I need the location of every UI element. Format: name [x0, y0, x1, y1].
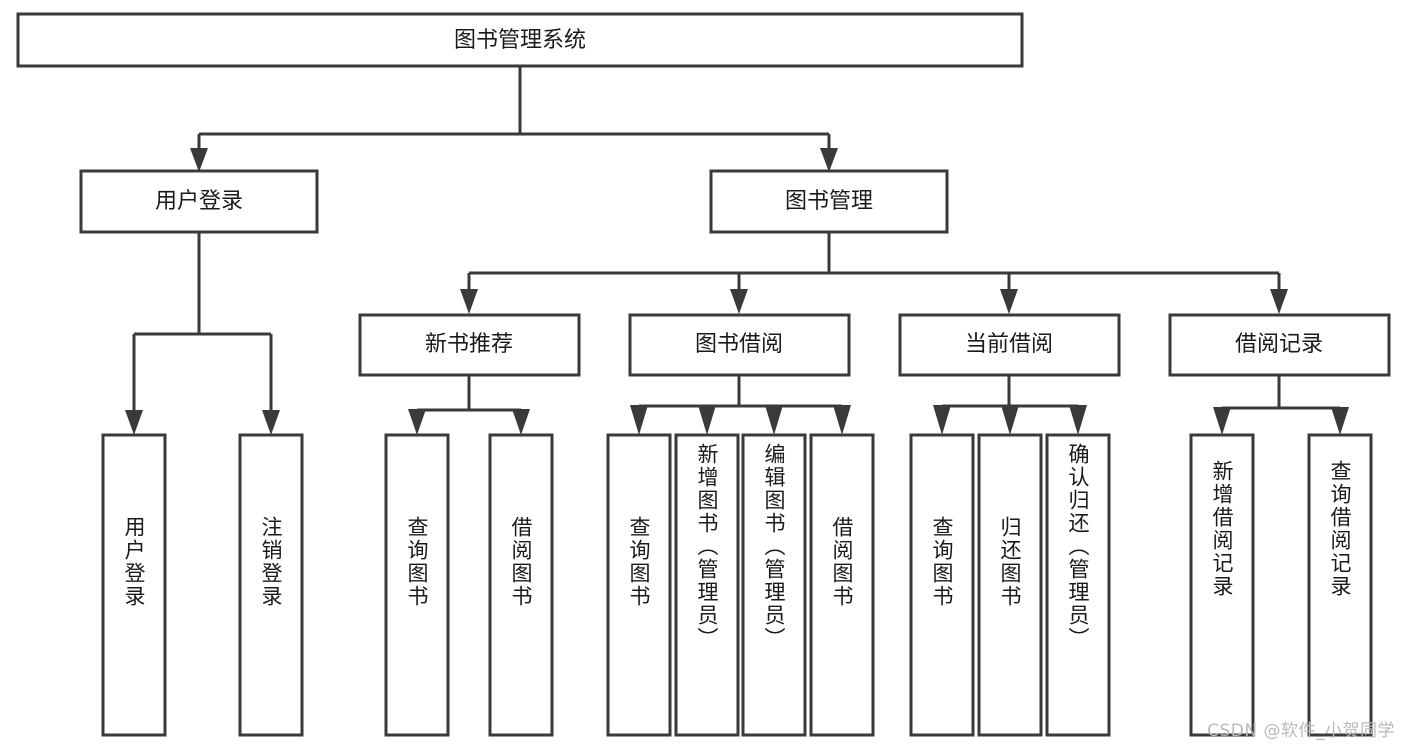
arrow-head-new-book — [460, 289, 478, 314]
node-current-borrow-label: 当前借阅 — [965, 332, 1053, 357]
arrow-head-book-manage — [820, 148, 838, 172]
leaf-box-br-add-record[interactable] — [1189, 433, 1255, 737]
leaf-box-br-query-record[interactable] — [1307, 433, 1373, 737]
node-user-login[interactable]: 用户登录 — [79, 169, 319, 234]
node-user-login-label: 用户登录 — [155, 189, 243, 214]
arrow-head-leaf-user-login — [125, 410, 143, 435]
connector-group — [125, 66, 1349, 435]
arrow-head-nb-leaf-2 — [512, 409, 530, 435]
leaf-box-cb-query-book[interactable] — [909, 433, 975, 737]
arrow-head-nb-leaf-1 — [408, 409, 426, 435]
arrow-head-user-login — [190, 148, 208, 172]
node-root-box[interactable] — [16, 12, 1024, 68]
node-book-borrow[interactable]: 图书借阅 — [628, 313, 851, 377]
arrow-head-bb-leaf-1 — [630, 405, 648, 435]
node-root-label: 图书管理系统 — [454, 28, 586, 53]
node-book-manage-box[interactable] — [709, 169, 949, 234]
node-borrow-records[interactable]: 借阅记录 — [1168, 313, 1391, 377]
node-root[interactable]: 图书管理系统 — [16, 12, 1024, 68]
leaf-box-nb-query-book[interactable] — [384, 433, 450, 737]
node-borrow-records-box[interactable] — [1168, 313, 1391, 377]
watermark-text: CSDN @软件_小贺同学 — [1207, 721, 1395, 741]
node-book-borrow-box[interactable] — [628, 313, 851, 377]
leaf-box-logout[interactable] — [238, 433, 304, 737]
node-borrow-records-label: 借阅记录 — [1235, 332, 1323, 357]
leaf-box-bb-borrow-book[interactable] — [809, 433, 875, 737]
arrow-head-bb-leaf-2 — [698, 405, 716, 435]
arrow-head-cb-leaf-3 — [1069, 405, 1087, 435]
node-book-borrow-label: 图书借阅 — [695, 332, 783, 357]
node-book-manage-label: 图书管理 — [785, 189, 873, 214]
arrow-head-cb-leaf-2 — [1001, 405, 1019, 435]
arrow-head-current — [1000, 289, 1018, 314]
leaf-box-cb-confirm-return[interactable] — [1045, 433, 1111, 737]
leaf-box-bb-edit-book[interactable] — [741, 433, 807, 737]
arrow-head-bb-leaf-4 — [833, 405, 851, 435]
leaf-box-bb-add-book[interactable] — [674, 433, 740, 737]
arrow-head-borrow — [730, 289, 748, 314]
arrow-head-bb-leaf-3 — [765, 405, 783, 435]
arrow-head-br-leaf-1 — [1213, 407, 1231, 435]
leaf-box-user-login[interactable] — [101, 433, 167, 737]
leaf-box-bb-query-book[interactable] — [606, 433, 672, 737]
arrow-head-leaf-logout — [262, 410, 280, 435]
arrow-head-cb-leaf-1 — [933, 405, 951, 435]
arrow-head-records — [1270, 289, 1288, 314]
node-new-book-recommend-label: 新书推荐 — [425, 332, 513, 357]
node-current-borrow[interactable]: 当前借阅 — [898, 313, 1121, 377]
arrow-head-br-leaf-2 — [1331, 407, 1349, 435]
leaf-box-nb-borrow-book[interactable] — [488, 433, 554, 737]
node-current-borrow-box[interactable] — [898, 313, 1121, 377]
leaf-box-cb-return-book[interactable] — [977, 433, 1043, 737]
node-new-book-recommend-box[interactable] — [358, 313, 581, 377]
node-user-login-box[interactable] — [79, 169, 319, 234]
node-book-manage[interactable]: 图书管理 — [709, 169, 949, 234]
node-new-book-recommend[interactable]: 新书推荐 — [358, 313, 581, 377]
